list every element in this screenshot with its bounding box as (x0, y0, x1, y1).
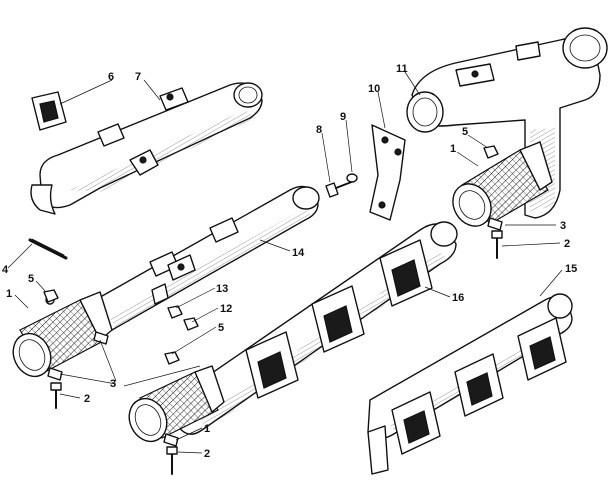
bolt-left (50, 382, 62, 409)
callout-1-upper: 1 (450, 143, 456, 155)
callout-10: 10 (368, 83, 380, 95)
callout-16: 16 (452, 292, 464, 304)
callout-13: 13 (216, 283, 228, 295)
bolt-bottom (166, 446, 178, 475)
callout-11: 11 (396, 63, 408, 75)
stud-part-4 (28, 238, 68, 260)
callouts: 6 7 11 10 9 8 5 1 3 2 14 4 5 1 13 12 5 1… (2, 63, 577, 460)
bolt-part-8 (325, 180, 355, 198)
callout-4: 4 (2, 264, 9, 276)
nut-left (43, 289, 59, 303)
callout-6: 6 (108, 71, 114, 83)
callout-14: 14 (292, 247, 305, 259)
callout-2-bottom: 2 (204, 448, 210, 460)
bolt-right (491, 230, 503, 259)
gasket-part-6 (31, 91, 67, 131)
callout-9: 9 (340, 111, 346, 123)
nut-middle (164, 351, 180, 365)
callout-15: 15 (565, 263, 577, 275)
mesh-sleeve-left (12, 291, 113, 381)
manifold-middle-part-14 (91, 185, 320, 333)
leader-lines (7, 71, 563, 454)
callout-12: 12 (220, 303, 232, 315)
callout-7: 7 (135, 71, 141, 83)
callout-1-lower: 1 (204, 423, 210, 435)
callout-1-left: 1 (6, 288, 12, 300)
nut-part-13 (167, 305, 183, 319)
washer-part-9 (346, 173, 358, 183)
manifold-upper-bend (30, 82, 263, 215)
manifold-lower-part-16 (177, 221, 458, 435)
callout-8: 8 (316, 124, 322, 136)
mesh-sleeve-right (452, 141, 553, 231)
manifold-part-15 (367, 293, 573, 475)
callout-3-upper: 3 (560, 220, 566, 232)
callout-5-left: 5 (28, 273, 34, 285)
callout-5-upper: 5 (462, 126, 468, 138)
callout-2-upper: 2 (564, 238, 570, 250)
bracket-part-10 (369, 124, 406, 221)
callout-3-lower: 3 (110, 378, 116, 390)
nut-upper-right (483, 145, 499, 159)
mesh-sleeve-bottom (128, 365, 225, 447)
callout-2-lower: 2 (84, 393, 90, 405)
callout-5-middle: 5 (218, 322, 224, 334)
